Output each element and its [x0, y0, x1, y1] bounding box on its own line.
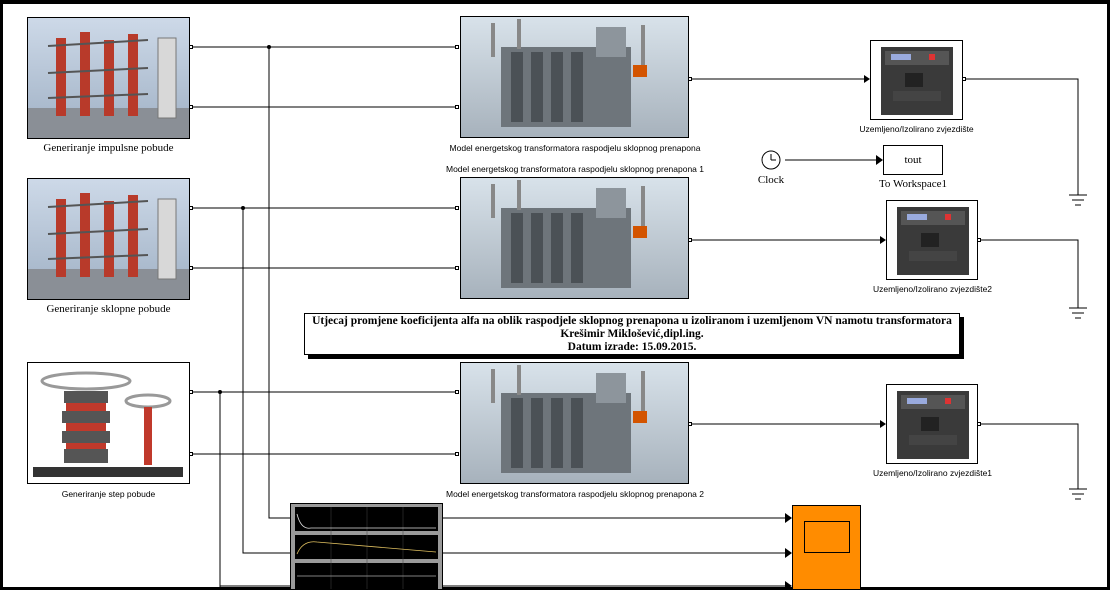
- input-port[interactable]: [455, 452, 459, 456]
- transformer-model-label-3: Model energetskog transformatora raspodj…: [400, 489, 750, 499]
- breaker-block-2[interactable]: [886, 200, 978, 280]
- input-port[interactable]: [455, 206, 459, 210]
- signal-line: [243, 208, 290, 553]
- output-port[interactable]: [688, 77, 692, 81]
- circuit-breaker-icon: [887, 385, 977, 463]
- transformer-model-label-2: Model energetskog transformatora raspodj…: [400, 164, 750, 174]
- signal-line: [965, 79, 1078, 195]
- annotation-date: Datum izrade: 15.09.2015.: [305, 341, 959, 354]
- clock-label: Clock: [748, 174, 794, 186]
- to-workspace-block[interactable]: tout: [883, 145, 943, 175]
- output-port[interactable]: [189, 390, 193, 394]
- breaker-block-1[interactable]: [870, 40, 963, 120]
- hv-generator-icon: [28, 179, 189, 299]
- hv-generator-icon: [28, 18, 189, 138]
- input-port[interactable]: [455, 266, 459, 270]
- waveform-display-icon: [291, 504, 442, 589]
- transformer-model-label-1: Model energetskog transformatora raspodj…: [400, 143, 750, 153]
- transformer-model-block-3[interactable]: [460, 362, 689, 484]
- transformer-icon: [461, 17, 688, 137]
- signal-line: [269, 47, 290, 518]
- input-port[interactable]: [455, 390, 459, 394]
- switching-generator-block[interactable]: [27, 178, 190, 300]
- transformer-icon: [461, 363, 688, 483]
- output-port[interactable]: [977, 238, 981, 242]
- circuit-breaker-icon: [887, 201, 977, 279]
- transformer-model-block-2[interactable]: [460, 177, 689, 299]
- transformer-model-block-1[interactable]: [460, 16, 689, 138]
- circuit-breaker-icon: [871, 41, 962, 119]
- breaker-label-1: Uzemljeno/Izolirano zvjezdište: [830, 124, 1003, 134]
- output-port[interactable]: [189, 105, 193, 109]
- output-port[interactable]: [688, 238, 692, 242]
- breaker-block-3[interactable]: [886, 384, 978, 464]
- ground-icon: [1069, 195, 1087, 205]
- switching-generator-label: Generiranje sklopne pobude: [27, 303, 190, 315]
- annotation-author: Krešimir Miklošević,dipl.ing.: [305, 328, 959, 341]
- impulse-generator-label: Generiranje impulsne pobude: [27, 142, 190, 154]
- to-workspace-label: To Workspace1: [858, 178, 968, 190]
- clock-icon: [762, 151, 780, 169]
- breaker-label-2: Uzemljeno/Izolirano zvjezdište2: [846, 284, 1019, 294]
- to-workspace-variable: tout: [884, 146, 942, 174]
- ground-icon: [1069, 300, 1087, 318]
- multi-display-block[interactable]: [290, 503, 443, 590]
- scope-screen: [804, 521, 850, 553]
- output-port[interactable]: [688, 422, 692, 426]
- ground-icon: [1069, 482, 1087, 499]
- input-port[interactable]: [455, 45, 459, 49]
- output-port[interactable]: [189, 452, 193, 456]
- model-annotation: Utjecaj promjene koeficijenta alfa na ob…: [304, 313, 960, 355]
- tesla-coil-icon: [28, 363, 189, 483]
- output-port[interactable]: [189, 266, 193, 270]
- output-port[interactable]: [962, 77, 966, 81]
- impulse-generator-block[interactable]: [27, 17, 190, 139]
- breaker-label-3: Uzemljeno/Izolirano zvjezdište1: [846, 468, 1019, 478]
- transformer-icon: [461, 178, 688, 298]
- output-port[interactable]: [189, 45, 193, 49]
- annotation-title: Utjecaj promjene koeficijenta alfa na ob…: [305, 315, 959, 328]
- step-generator-label: Generiranje step pobude: [27, 489, 190, 499]
- scope-block[interactable]: [792, 505, 861, 590]
- step-generator-block[interactable]: [27, 362, 190, 484]
- input-port[interactable]: [455, 105, 459, 109]
- output-port[interactable]: [977, 422, 981, 426]
- output-port[interactable]: [189, 206, 193, 210]
